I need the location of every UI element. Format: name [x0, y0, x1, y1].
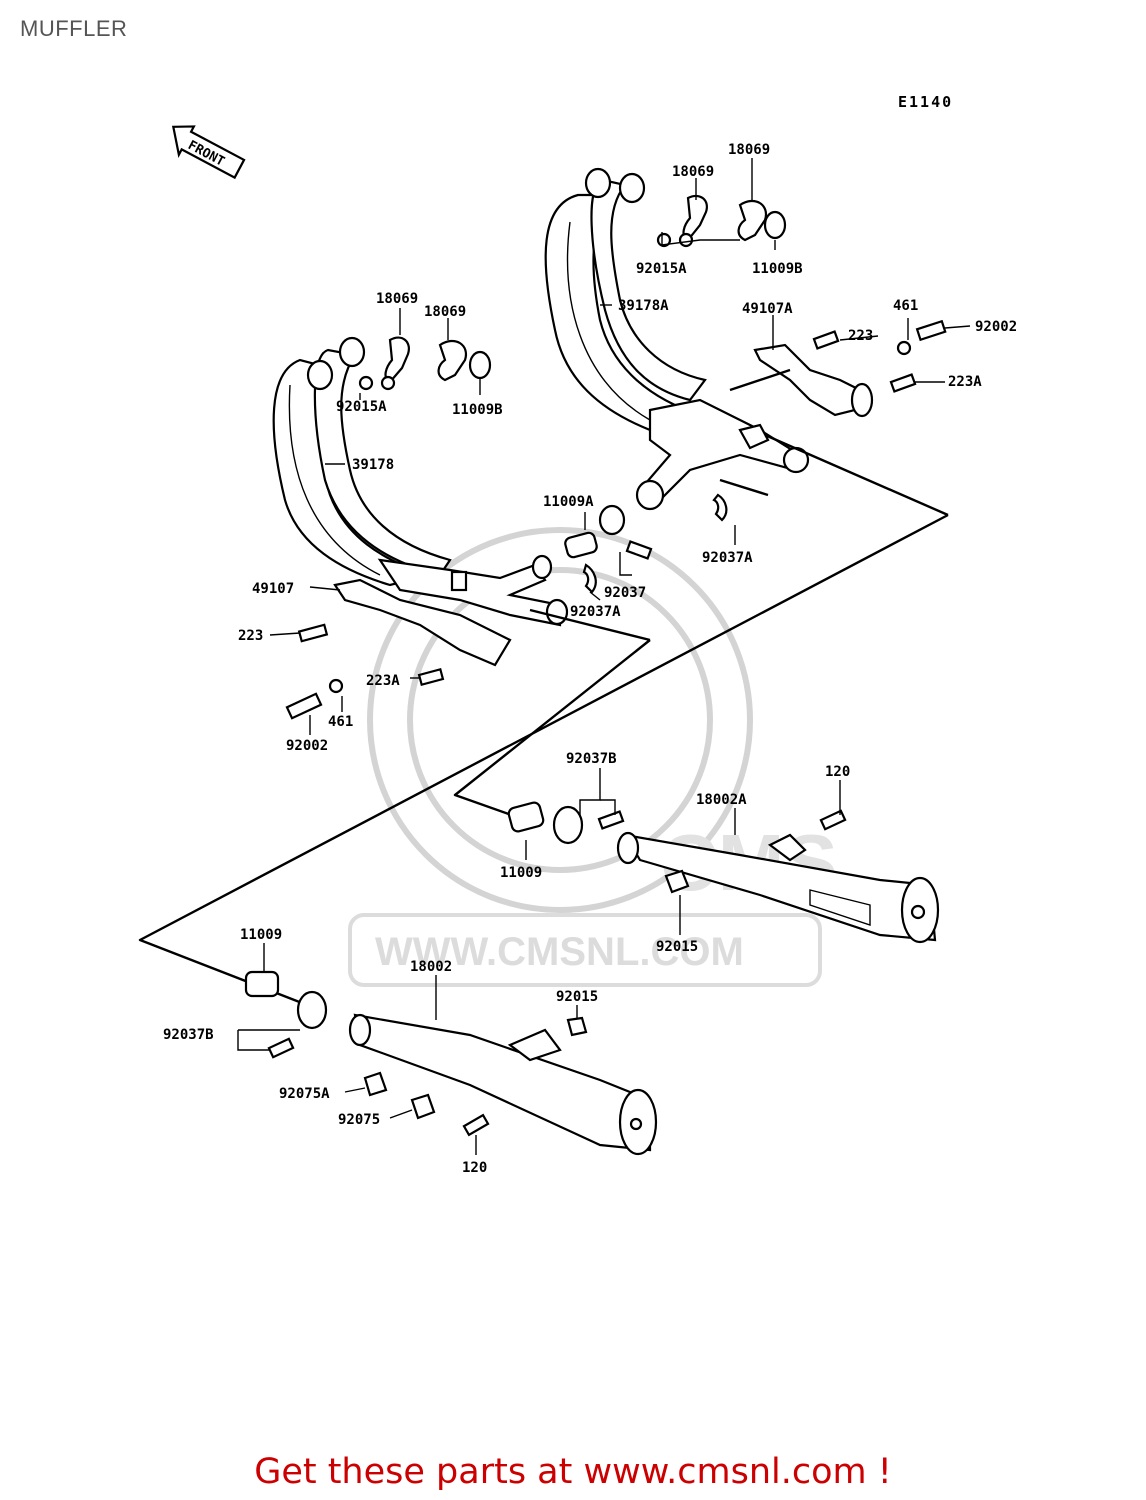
page-title: MUFFLER	[20, 16, 128, 41]
label-92075: 92075	[338, 1112, 380, 1128]
label-18069: 18069	[424, 304, 466, 320]
label-92015: 92015	[656, 939, 698, 955]
clamp-18069-left	[358, 336, 468, 391]
label-120: 120	[825, 764, 850, 780]
label-18069: 18069	[672, 164, 714, 180]
heat-cover-49107A	[753, 319, 947, 418]
label-11009: 11009	[240, 927, 282, 943]
label-18069: 18069	[376, 291, 418, 307]
label-39178A: 39178A	[618, 298, 669, 314]
sleeve-11009-right	[507, 801, 545, 833]
label-92037B: 92037B	[163, 1027, 214, 1043]
leader-lines	[237, 158, 971, 1155]
clamp-92037A-center	[582, 563, 597, 594]
sleeve-11009-left	[244, 970, 280, 998]
bolt-92037B-left	[267, 1037, 295, 1059]
clamp-92037B-left	[296, 990, 328, 1030]
label-11009B: 11009B	[452, 402, 503, 418]
label-49107A: 49107A	[742, 301, 793, 317]
muffler-18002	[348, 1013, 658, 1156]
label-49107: 49107	[252, 581, 294, 597]
bolt-92037	[625, 540, 653, 560]
label-92037: 92037	[604, 585, 646, 601]
heat-cover-49107	[285, 578, 512, 720]
clamp-18069-right	[656, 194, 768, 248]
gasket-11009B-right	[763, 210, 787, 240]
clamp-92037A-right	[712, 493, 728, 522]
gasket-11009B-left	[468, 350, 492, 380]
label-18002: 18002	[410, 959, 452, 975]
connection-lines	[138, 368, 949, 1012]
clamp-92037B-right	[552, 805, 584, 845]
label-11009: 11009	[500, 865, 542, 881]
watermark-text: WWW.CMSNL.COM	[375, 930, 744, 974]
bolt-92037B-right	[597, 810, 625, 830]
label-92075A: 92075A	[279, 1086, 330, 1102]
label-92002: 92002	[975, 319, 1017, 335]
label-92002: 92002	[286, 738, 328, 754]
label-39178: 39178	[352, 457, 394, 473]
muffler-18002A	[616, 809, 940, 944]
exhaust-pipe-right	[544, 167, 810, 511]
label-18002A: 18002A	[696, 792, 747, 808]
label-223: 223	[238, 628, 263, 644]
label-92015: 92015	[556, 989, 598, 1005]
label-92037A: 92037A	[570, 604, 621, 620]
exhaust-pipe-left	[272, 336, 569, 627]
label-223: 223	[848, 328, 873, 344]
label-461: 461	[328, 714, 353, 730]
label-223A: 223A	[366, 673, 400, 689]
label-120: 120	[462, 1160, 487, 1176]
diagram-code: E1140	[898, 93, 953, 111]
label-461: 461	[893, 298, 918, 314]
part-labels: 18069 18069 92015A 11009B 39178A 49107A …	[163, 142, 1017, 1176]
label-11009B: 11009B	[752, 261, 803, 277]
label-11009A: 11009A	[543, 494, 594, 510]
label-92037A: 92037A	[702, 550, 753, 566]
label-92015A: 92015A	[636, 261, 687, 277]
clamp-92037	[598, 504, 626, 536]
label-92015A: 92015A	[336, 399, 387, 415]
footer-shop-link[interactable]: Get these parts at www.cmsnl.com !	[254, 1452, 892, 1492]
front-arrow-icon: FRONT	[171, 125, 246, 180]
label-18069: 18069	[728, 142, 770, 158]
label-223A: 223A	[948, 374, 982, 390]
label-92037B: 92037B	[566, 751, 617, 767]
sleeve-11009A	[564, 531, 598, 559]
